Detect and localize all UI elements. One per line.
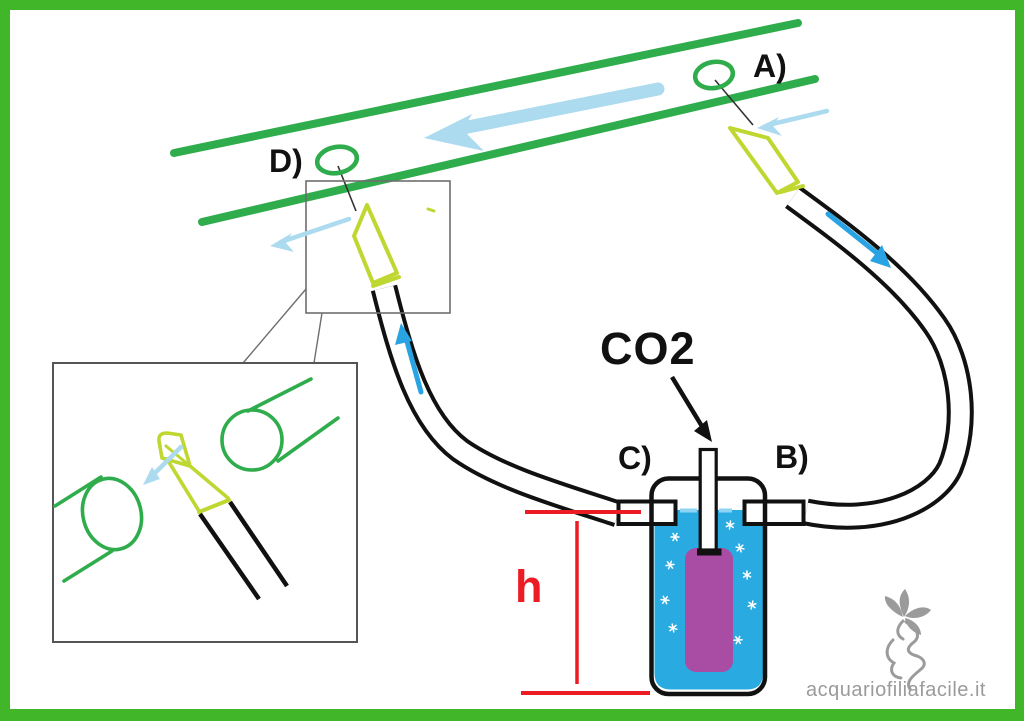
label-point-b: B) <box>775 439 809 475</box>
diffuser-media <box>685 548 733 672</box>
inset-hole-lower <box>80 476 144 552</box>
hole-d <box>314 144 360 176</box>
nozzle-a <box>728 126 805 195</box>
pipe-walls <box>170 19 819 226</box>
bubbles <box>660 520 757 645</box>
hose-a-to-b <box>785 186 974 530</box>
inlet-tube-connector <box>697 548 722 556</box>
detail-link-line-1 <box>242 288 307 364</box>
label-point-d: D) <box>269 143 303 179</box>
nozzle-a-flow-arrow <box>757 108 830 136</box>
inset-nozzle <box>157 431 231 514</box>
detail-box-d <box>305 180 451 314</box>
pipe-flow-arrow <box>424 82 665 151</box>
label-point-a: A) <box>753 48 787 84</box>
inset-tube <box>198 500 289 601</box>
watermark-text: acquariofiliafacile.it <box>806 679 986 701</box>
hose-d-flow-arrow <box>395 323 424 395</box>
label-co2: CO2 <box>600 323 696 374</box>
watermark-logo <box>884 589 931 691</box>
water-surface-dash-right <box>719 508 732 513</box>
hose-a-flow-arrow <box>825 211 891 268</box>
reactor-assembly <box>616 447 806 697</box>
nozzle-d <box>352 203 436 288</box>
hose-d-to-c <box>370 284 623 527</box>
nozzle-d-flow-arrow <box>270 216 352 252</box>
detail-link-line-2 <box>313 312 323 364</box>
label-point-c: C) <box>618 440 652 476</box>
water-surface-dash-left <box>680 508 697 513</box>
co2-inlet-tube <box>698 447 718 552</box>
inset-flow-arrow <box>143 444 184 485</box>
port-b <box>742 499 806 526</box>
pipe-wall-top <box>170 19 802 157</box>
pipe-wall-bottom <box>198 75 819 226</box>
height-measurement <box>521 510 650 695</box>
label-height: h <box>515 561 543 612</box>
co2-arrow <box>670 375 712 442</box>
inset-detail-view <box>52 362 358 643</box>
hole-a <box>692 59 736 91</box>
